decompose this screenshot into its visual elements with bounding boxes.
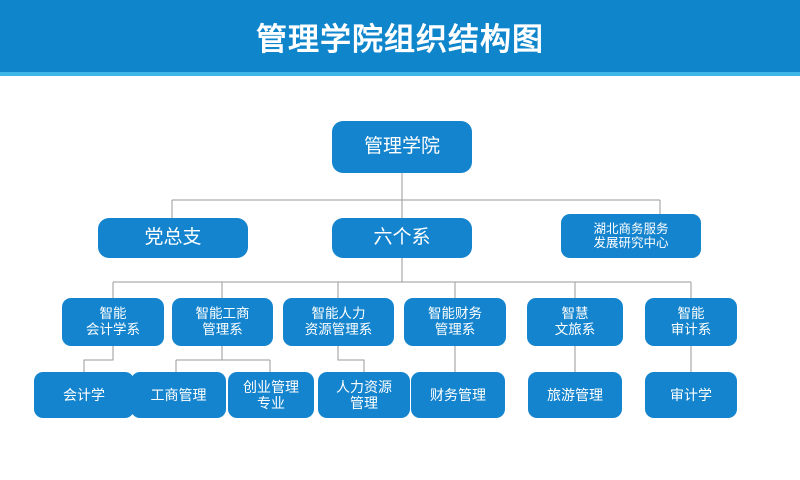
node-dept-intelligent-human-resources[interactable]: 智能人力 资源管理系 [283,298,394,346]
edge-accounting-to-major [83,346,114,372]
node-hubei-business-service-research-center[interactable]: 湖北商务服务 发展研究中心 [561,214,701,258]
connector-lines [83,173,692,372]
edge-hr-to-major [337,346,365,372]
node-label: 人力资源 管理 [336,378,392,411]
node-major-human-resource-management[interactable]: 人力资源 管理 [318,372,410,418]
node-label: 工商管理 [150,386,207,403]
node-major-entrepreneurship-management[interactable]: 创业管理 专业 [228,372,314,418]
node-major-tourism-management[interactable]: 旅游管理 [528,372,622,418]
node-label: 财务管理 [430,386,486,403]
node-major-auditing[interactable]: 审计学 [645,372,737,418]
node-label: 湖北商务服务 发展研究中心 [593,221,669,251]
node-label: 智能 会计学系 [86,306,140,337]
org-chart-canvas: 管理学院 党总支 六个系 湖北商务服务 发展研究中心 智能 会计学系 智能工商 … [0,76,800,480]
node-label: 智能财务 管理系 [428,306,482,337]
node-dept-intelligent-audit[interactable]: 智能 审计系 [645,298,737,346]
node-root-school-of-management[interactable]: 管理学院 [332,121,472,173]
node-six-departments[interactable]: 六个系 [332,218,472,258]
node-dept-intelligent-finance-management[interactable]: 智能财务 管理系 [404,298,506,346]
node-label: 智能人力 资源管理系 [304,306,373,337]
node-major-financial-management[interactable]: 财务管理 [411,372,505,418]
header-band [0,0,800,72]
node-label: 管理学院 [363,135,440,157]
node-label: 智能工商 管理系 [195,306,250,337]
node-dept-intelligent-accounting[interactable]: 智能 会计学系 [62,298,164,346]
page-title: 管理学院组织结构图 [0,0,800,72]
node-label: 审计学 [670,386,712,403]
node-major-accounting[interactable]: 会计学 [34,372,134,418]
node-label: 智慧 文旅系 [554,306,596,337]
node-label: 六个系 [373,226,431,248]
node-label: 智能 审计系 [670,306,712,337]
node-label: 党总支 [144,226,202,248]
node-dept-smart-culture-tourism[interactable]: 智慧 文旅系 [527,298,623,346]
node-label: 会计学 [63,386,105,403]
header-underline-accent [0,72,800,76]
node-party-general-branch[interactable]: 党总支 [98,218,248,258]
page-title-text: 管理学院组织结构图 [256,21,544,57]
node-major-business-administration[interactable]: 工商管理 [131,372,226,418]
node-dept-intelligent-business-administration[interactable]: 智能工商 管理系 [172,298,273,346]
node-label: 旅游管理 [547,386,603,403]
node-label: 创业管理 专业 [243,378,299,411]
